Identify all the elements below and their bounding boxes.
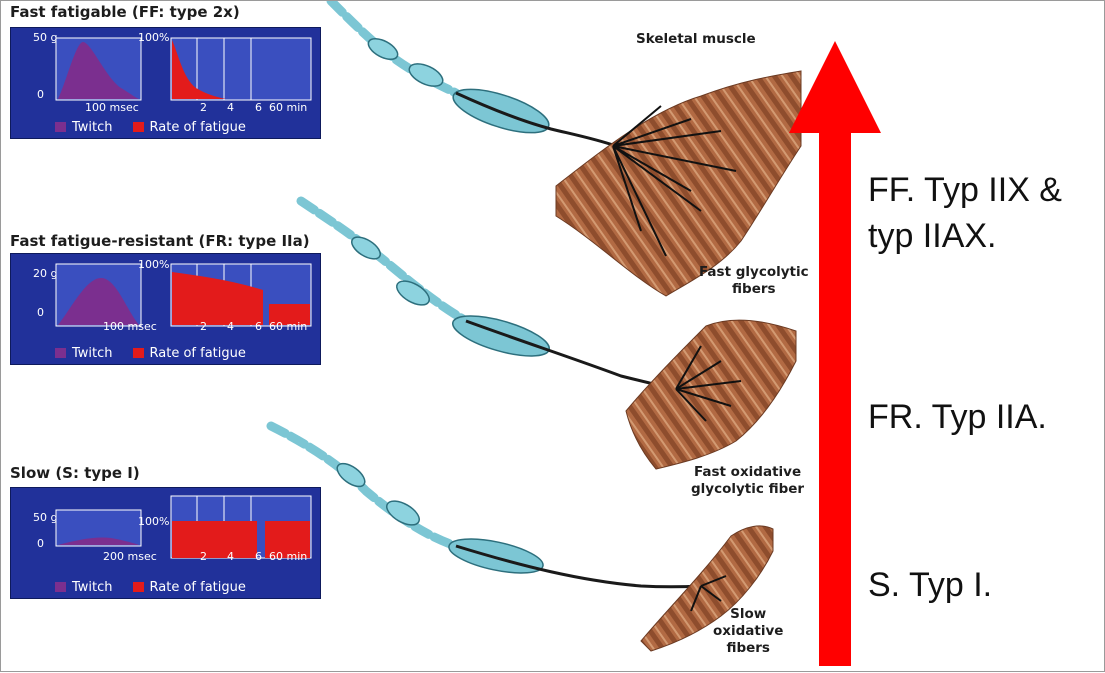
twitch-ymax-label: 50 g (33, 511, 58, 524)
fatigue-swatch (132, 348, 144, 358)
muscle-fiber-icon (625, 319, 797, 470)
fatigue-tick: 2 (200, 320, 207, 333)
fatigue-tick: 6 (255, 550, 262, 563)
neuron-icon (326, 1, 617, 148)
label-line: fibers (726, 640, 770, 656)
label-skeletal-muscle: Skeletal muscle (636, 31, 756, 47)
classification-fr: FR. Typ IIA. (868, 398, 1047, 436)
twitch-fatigue-chart-fr (55, 263, 312, 327)
classification-s: S. Typ I. (868, 566, 993, 604)
twitch-fatigue-chart-s (55, 495, 312, 559)
chart-panel-ff: 50 g 0 100 msec 100% 2 4 6 60 min Twitch… (10, 27, 321, 139)
muscle-fiber-icon (640, 525, 774, 652)
label-line: oxidative (713, 623, 784, 639)
legend-fatigue: Rate of fatigue (149, 346, 246, 361)
label-line: Fast oxidative (693, 464, 802, 480)
legend-fatigue: Rate of fatigue (149, 580, 246, 595)
fatigue-swatch (132, 122, 144, 132)
fatigue-ymax-label: 100% (138, 31, 170, 44)
chart-legend: Twitch Rate of fatigue (55, 580, 246, 595)
chart-legend: Twitch Rate of fatigue (55, 120, 246, 135)
chart-legend: Twitch Rate of fatigue (55, 346, 246, 361)
label-line: Slow (730, 606, 767, 622)
legend-fatigue: Rate of fatigue (149, 120, 246, 135)
fatigue-tick: 2 (200, 550, 207, 563)
classification-ff: FF. Typ IIX & typ IIAX. (868, 167, 1062, 259)
fatigue-ymax-label: 100% (138, 258, 170, 271)
legend-twitch: Twitch (72, 580, 113, 595)
fatigue-tick: 6 (255, 101, 262, 114)
fatigue-tick: 4 (227, 320, 234, 333)
classification-ff-line1: FF. Typ IIX & (868, 171, 1062, 209)
arrow-up-icon (789, 41, 881, 666)
twitch-x-label: 200 msec (103, 550, 157, 563)
twitch-x-label: 100 msec (85, 101, 139, 114)
section-title-s: Slow (S: type I) (10, 464, 140, 482)
twitch-swatch (55, 582, 66, 592)
fatigue-ymax-label: 100% (138, 515, 170, 528)
twitch-fatigue-chart-ff (55, 37, 312, 101)
twitch-zero-label: 0 (37, 88, 44, 101)
section-title-fr: Fast fatigue-resistant (FR: type IIa) (10, 232, 310, 250)
label-line: Fast glycolytic (699, 264, 809, 280)
legend-twitch: Twitch (72, 120, 113, 135)
fatigue-tick: 60 min (269, 101, 308, 114)
fatigue-tick: 60 min (269, 320, 308, 333)
classification-ff-line2: typ IIAX. (868, 217, 997, 255)
twitch-zero-label: 0 (37, 537, 44, 550)
fatigue-tick: 4 (227, 101, 234, 114)
twitch-swatch (55, 122, 66, 132)
twitch-swatch (55, 348, 66, 358)
twitch-ymax-label: 20 g (33, 267, 58, 280)
fatigue-tick: 60 min (269, 550, 308, 563)
muscle-fiber-icon (555, 70, 802, 297)
section-title-ff: Fast fatigable (FF: type 2x) (10, 3, 240, 21)
neuron-icon (296, 196, 677, 391)
chart-panel-fr: 20 g 0 100 msec 100% 2 4 6 60 min Twitch… (10, 253, 321, 365)
twitch-zero-label: 0 (37, 306, 44, 319)
twitch-ymax-label: 50 g (33, 31, 58, 44)
label-fast-oxidative: Fast oxidative glycolytic fiber (691, 464, 804, 498)
neuron-icon (266, 421, 702, 589)
label-line: glycolytic fiber (691, 481, 805, 497)
legend-twitch: Twitch (72, 346, 113, 361)
fatigue-tick: 6 (255, 320, 262, 333)
fatigue-swatch (132, 582, 144, 592)
twitch-x-label: 100 msec (103, 320, 157, 333)
label-line: fibers (732, 281, 776, 297)
label-slow-oxidative: Slow oxidative fibers (713, 606, 783, 657)
fatigue-tick: 4 (227, 550, 234, 563)
fatigue-tick: 2 (200, 101, 207, 114)
label-fast-glycolytic: Fast glycolytic fibers (699, 264, 809, 298)
chart-panel-s: 50 g 0 200 msec 100% 2 4 6 60 min Twitch… (10, 487, 321, 599)
